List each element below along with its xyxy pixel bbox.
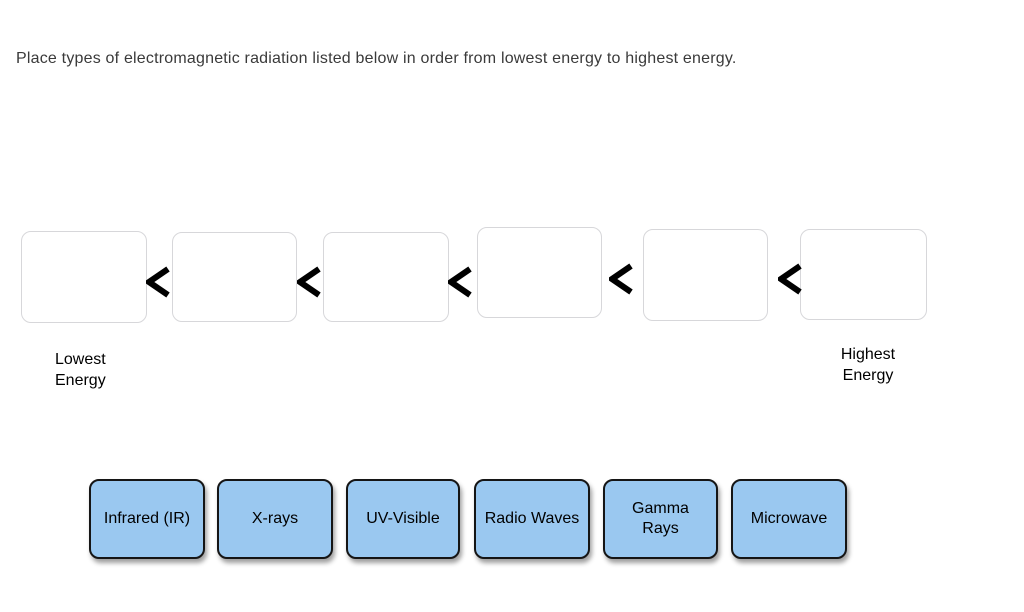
drop-slot-4[interactable]	[477, 227, 602, 318]
chip-uv-visible[interactable]: UV-Visible	[346, 479, 460, 559]
drop-slot-2[interactable]	[172, 232, 297, 322]
chip-gamma-rays[interactable]: Gamma Rays	[603, 479, 718, 559]
drop-slot-6[interactable]	[800, 229, 927, 320]
chip-xrays[interactable]: X-rays	[217, 479, 333, 559]
less-than-icon	[297, 266, 321, 298]
drop-slot-5[interactable]	[643, 229, 768, 321]
less-than-icon	[609, 263, 633, 295]
chip-infrared[interactable]: Infrared (IR)	[89, 479, 205, 559]
prompt-text: Place types of electromagnetic radiation…	[16, 50, 737, 67]
chip-radio-waves[interactable]: Radio Waves	[474, 479, 590, 559]
less-than-icon	[448, 266, 472, 298]
less-than-icon	[146, 266, 170, 298]
drop-slot-1[interactable]	[21, 231, 147, 323]
chip-microwave[interactable]: Microwave	[731, 479, 847, 559]
lowest-energy-label: Lowest Energy	[55, 351, 106, 389]
highest-energy-label: Highest Energy	[840, 346, 896, 384]
less-than-icon	[778, 263, 802, 295]
drop-slot-3[interactable]	[323, 232, 449, 322]
